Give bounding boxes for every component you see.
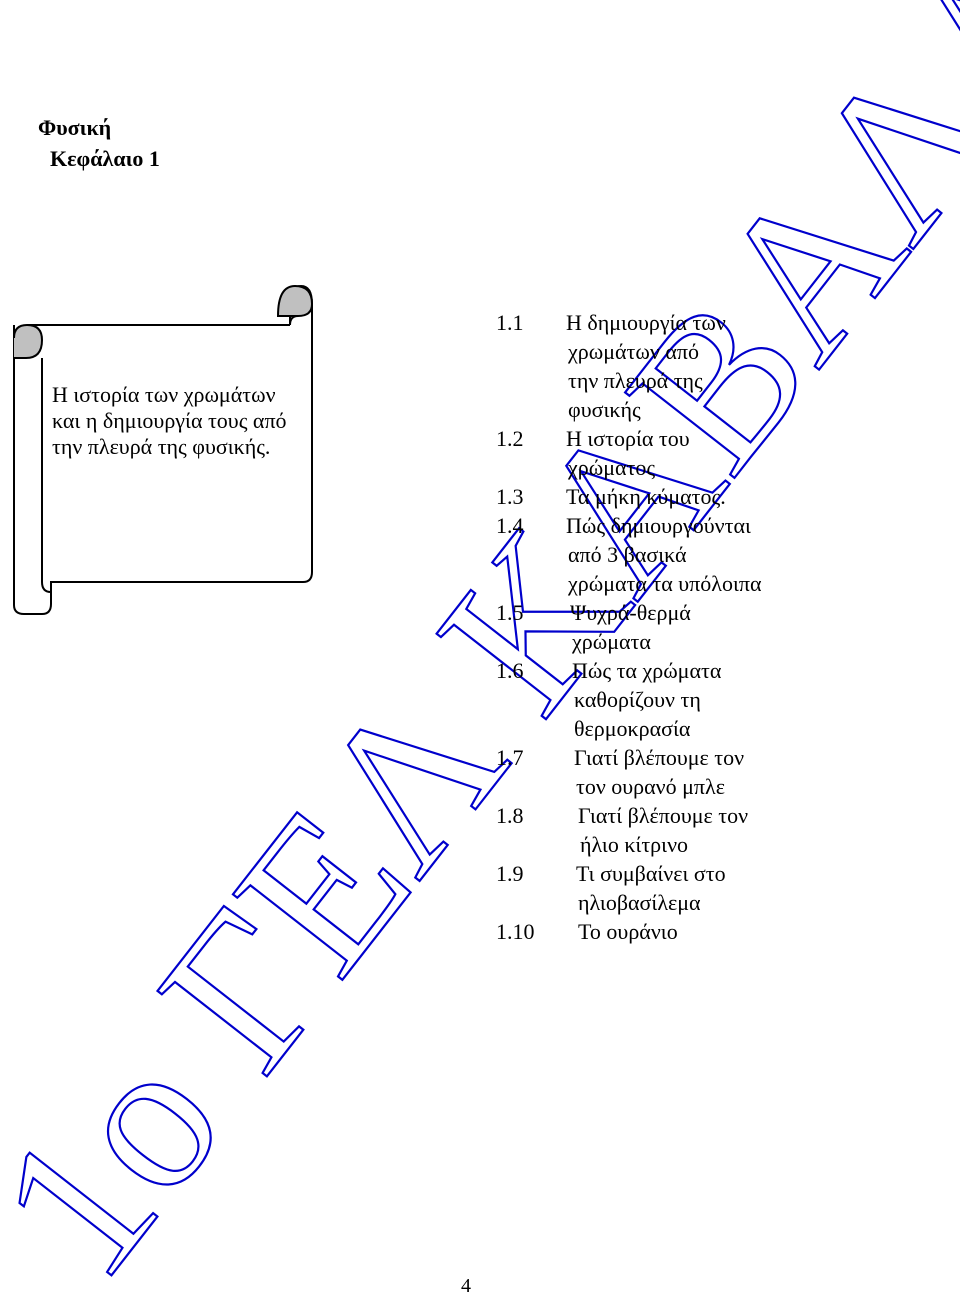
toc-item: 1.6 Πώς τα χρώματα καθορίζουν τη θερμοκρασί… <box>496 656 762 743</box>
chapter-title: Κεφάλαιο 1 <box>50 146 160 171</box>
toc-title-line: Η ιστορία του <box>566 426 690 451</box>
scroll-shape <box>13 284 314 615</box>
toc-title-line: από 3 βασικά <box>568 542 687 567</box>
scroll-text: Η ιστορία των χρωμάτων και η δημιουργία … <box>52 382 287 459</box>
toc-title-line: Το ουράνιο <box>578 919 678 944</box>
toc-item: 1.5 Ψυχρά-θερμά χρώματα <box>496 598 762 656</box>
toc-number: 1.2 <box>496 426 524 451</box>
toc-item: 1.9 Τι συμβαίνει στο ηλιοβασίλεμα <box>496 859 762 917</box>
toc-number: 1.9 <box>496 861 524 886</box>
toc-title-line: φυσικής <box>568 397 641 422</box>
toc-number: 1.10 <box>496 919 535 944</box>
toc-title-line: την πλευρά της <box>568 368 703 393</box>
toc-item: 1.10 Το ουράνιο <box>496 917 762 946</box>
toc-title-line: Τι συμβαίνει στο <box>576 861 726 886</box>
toc-number: 1.1 <box>496 310 524 335</box>
subject-title: Φυσική <box>38 115 112 140</box>
toc-title-line: χρώματα τα υπόλοιπα <box>568 571 762 596</box>
toc-title-line: τον ουρανό μπλε <box>576 774 725 799</box>
table-of-contents: 1.1 Η δημιουργία των χρωμάτων από την πλευρ… <box>496 308 762 946</box>
toc-title-line: Τα μήκη κύματος. <box>566 484 726 509</box>
toc-item: 1.7 Γιατί βλέπουμε τον τον ουρανό μπλε <box>496 743 762 801</box>
toc-title-line: Πώς δημιουργούνται <box>566 513 751 538</box>
toc-number: 1.3 <box>496 484 524 509</box>
toc-title-line: χρώματος <box>568 455 656 480</box>
toc-item: 1.4 Πώς δημιουργούνται από 3 βασικά χρώματα… <box>496 511 762 598</box>
toc-number: 1.5 <box>496 600 524 625</box>
toc-title-line: θερμοκρασία <box>574 716 691 741</box>
toc-item: 1.1 Η δημιουργία των χρωμάτων από την πλευρ… <box>496 308 762 424</box>
toc-title-line: ηλιοβασίλεμα <box>578 890 701 915</box>
toc-item: 1.2 Η ιστορία του χρώματος <box>496 424 762 482</box>
toc-number: 1.6 <box>496 658 524 683</box>
toc-number: 1.7 <box>496 745 524 770</box>
toc-title-line: καθορίζουν τη <box>574 687 701 712</box>
toc-number: 1.8 <box>496 803 524 828</box>
toc-title-line: Ψυχρά-θερμά <box>570 600 691 625</box>
document-header: Φυσική Κεφάλαιο 1 <box>38 112 160 174</box>
toc-number: 1.4 <box>496 513 524 538</box>
toc-title-line: Πώς τα χρώματα <box>572 658 722 683</box>
toc-title-line: χρωμάτων από <box>568 339 699 364</box>
page-number: 4 <box>461 1275 471 1297</box>
toc-item: 1.3 Τα μήκη κύματος. <box>496 482 762 511</box>
toc-title-line: Γιατί βλέπουμε τον <box>578 803 749 828</box>
toc-item: 1.8 Γιατί βλέπουμε τον ήλιο κίτρινο <box>496 801 762 859</box>
toc-title-line: Η δημιουργία των <box>566 310 726 335</box>
toc-title-line: χρώματα <box>572 629 651 654</box>
toc-title-line: ήλιο κίτρινο <box>580 832 689 857</box>
toc-title-line: Γιατί βλέπουμε τον <box>574 745 745 770</box>
